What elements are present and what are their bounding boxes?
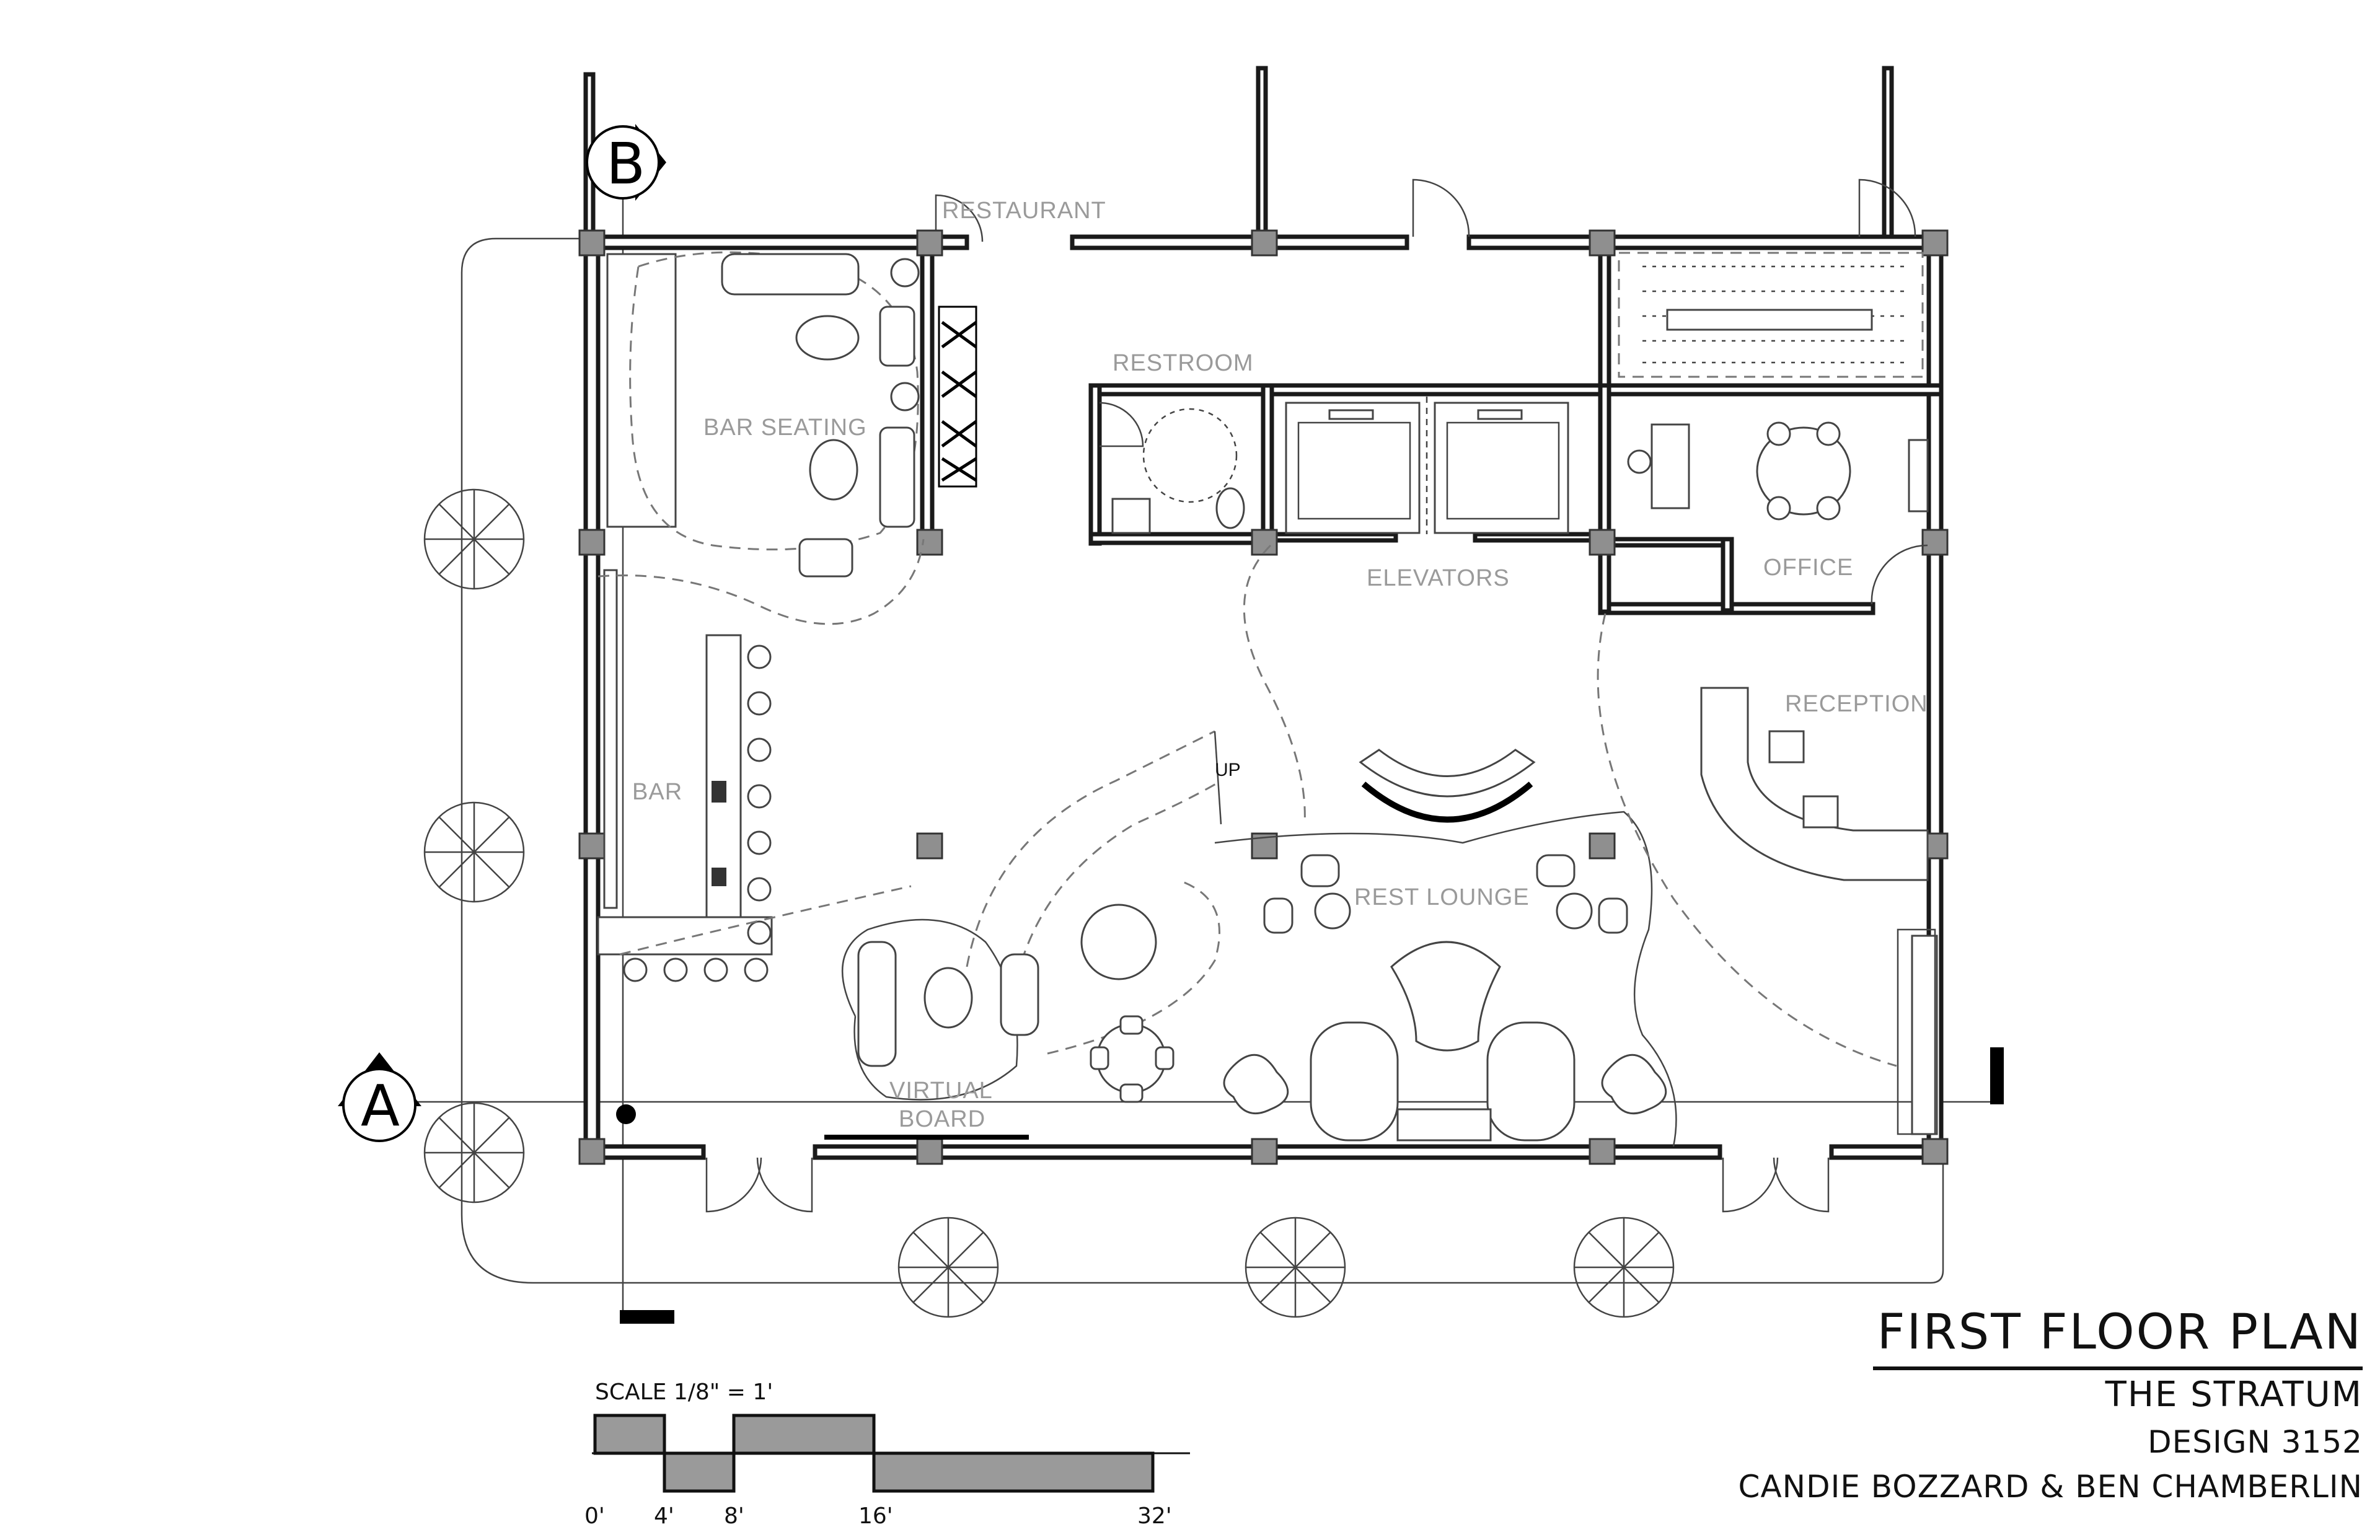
- svg-text:A: A: [361, 1073, 400, 1139]
- trees: [423, 488, 1675, 1318]
- scale-label: SCALE 1/8" = 1': [595, 1379, 773, 1405]
- entry-doors-right: [1722, 1157, 1830, 1213]
- label-restroom: RESTROOM: [1113, 350, 1254, 376]
- reception-desk: [1700, 687, 1938, 1135]
- drawing-title: FIRST FLOOR PLAN: [1877, 1305, 2363, 1360]
- label-office: OFFICE: [1763, 555, 1853, 581]
- interior-walls: [920, 234, 1944, 615]
- structural-columns: [578, 229, 1949, 1165]
- scale-tick-8: 8': [724, 1503, 744, 1529]
- section-marker-b: B: [586, 124, 666, 201]
- bar-counter: [597, 569, 773, 982]
- label-reception: RECEPTION: [1785, 691, 1928, 717]
- bar-seating-area: [597, 251, 977, 625]
- rest-lounge-area: [1214, 749, 1677, 1147]
- course-number: DESIGN 3152: [2148, 1424, 2363, 1460]
- scale-tick-4: 4': [654, 1503, 674, 1529]
- restroom-fixtures: [1099, 402, 1245, 534]
- label-rest-lounge: REST LOUNGE: [1354, 884, 1530, 910]
- label-virtual-board-1: VIRTUAL: [889, 1078, 993, 1104]
- elevator-cars: [1285, 397, 1569, 534]
- label-stair-up: UP: [1215, 760, 1241, 780]
- svg-text:B: B: [606, 131, 645, 197]
- scale-bar: SCALE 1/8" = 1' 0' 4' 8' 16' 32': [584, 1379, 1190, 1529]
- spiral-stair: [824, 730, 1222, 1140]
- authors: CANDIE BOZZARD & BEN CHAMBERLIN: [1738, 1469, 2363, 1505]
- top-doors: [935, 178, 1916, 242]
- scale-tick-32: 32': [1137, 1503, 1172, 1529]
- scale-tick-0: 0': [584, 1503, 605, 1529]
- office-furniture: [1627, 421, 1929, 605]
- scale-tick-16: 16': [858, 1503, 893, 1529]
- section-marker-a: A: [338, 1052, 421, 1142]
- label-bar-seating: BAR SEATING: [703, 415, 867, 441]
- label-elevators: ELEVATORS: [1367, 565, 1510, 591]
- virtual-board-seating: [841, 918, 1175, 1103]
- entry-doors-left: [705, 1157, 813, 1213]
- label-bar: BAR: [632, 779, 682, 805]
- stairwell: [1618, 252, 1924, 378]
- label-virtual-board-2: BOARD: [899, 1106, 985, 1132]
- project-name: THE STRATUM: [2105, 1375, 2363, 1415]
- title-underline: [1873, 1366, 2363, 1370]
- site-boundary: [461, 237, 1944, 1284]
- label-restaurant: RESTAURANT: [942, 198, 1106, 224]
- circulation-paths: [619, 544, 1897, 1067]
